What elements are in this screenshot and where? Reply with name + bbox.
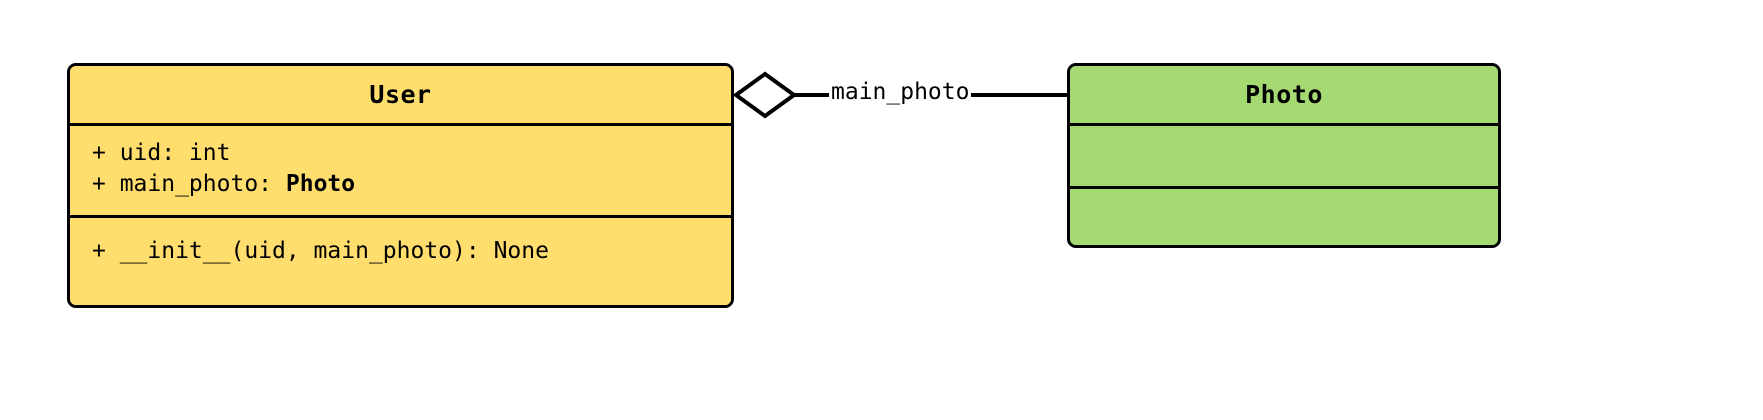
- attribute-row: + uid: int: [92, 140, 231, 166]
- aggregation-connector-icon: [734, 71, 1067, 119]
- attribute-row: + main_photo: Photo: [92, 169, 709, 200]
- class-title-photo: Photo: [1070, 66, 1498, 123]
- methods-compartment-photo: [1070, 189, 1498, 245]
- class-divider: [70, 123, 731, 126]
- association-aggregation[interactable]: main_photo: [734, 63, 1067, 153]
- class-box-photo[interactable]: Photo: [1067, 63, 1501, 248]
- class-divider: [1070, 123, 1498, 126]
- class-box-user[interactable]: User + uid: int + main_photo: Photo + __…: [67, 63, 734, 308]
- method-row: + __init__(uid, main_photo): None: [92, 238, 549, 264]
- attribute-prefix: + main_photo:: [92, 171, 286, 197]
- attributes-compartment-photo: [1070, 126, 1498, 186]
- class-divider: [1070, 186, 1498, 189]
- attribute-type-ref: Photo: [285, 171, 356, 197]
- attributes-compartment-user: + uid: int + main_photo: Photo: [70, 126, 731, 215]
- class-divider: [70, 215, 731, 218]
- hollow-diamond-shape: [734, 71, 798, 119]
- association-label: main_photo: [829, 79, 972, 105]
- methods-compartment-user: + __init__(uid, main_photo): None: [70, 218, 731, 305]
- class-title-user: User: [70, 66, 731, 123]
